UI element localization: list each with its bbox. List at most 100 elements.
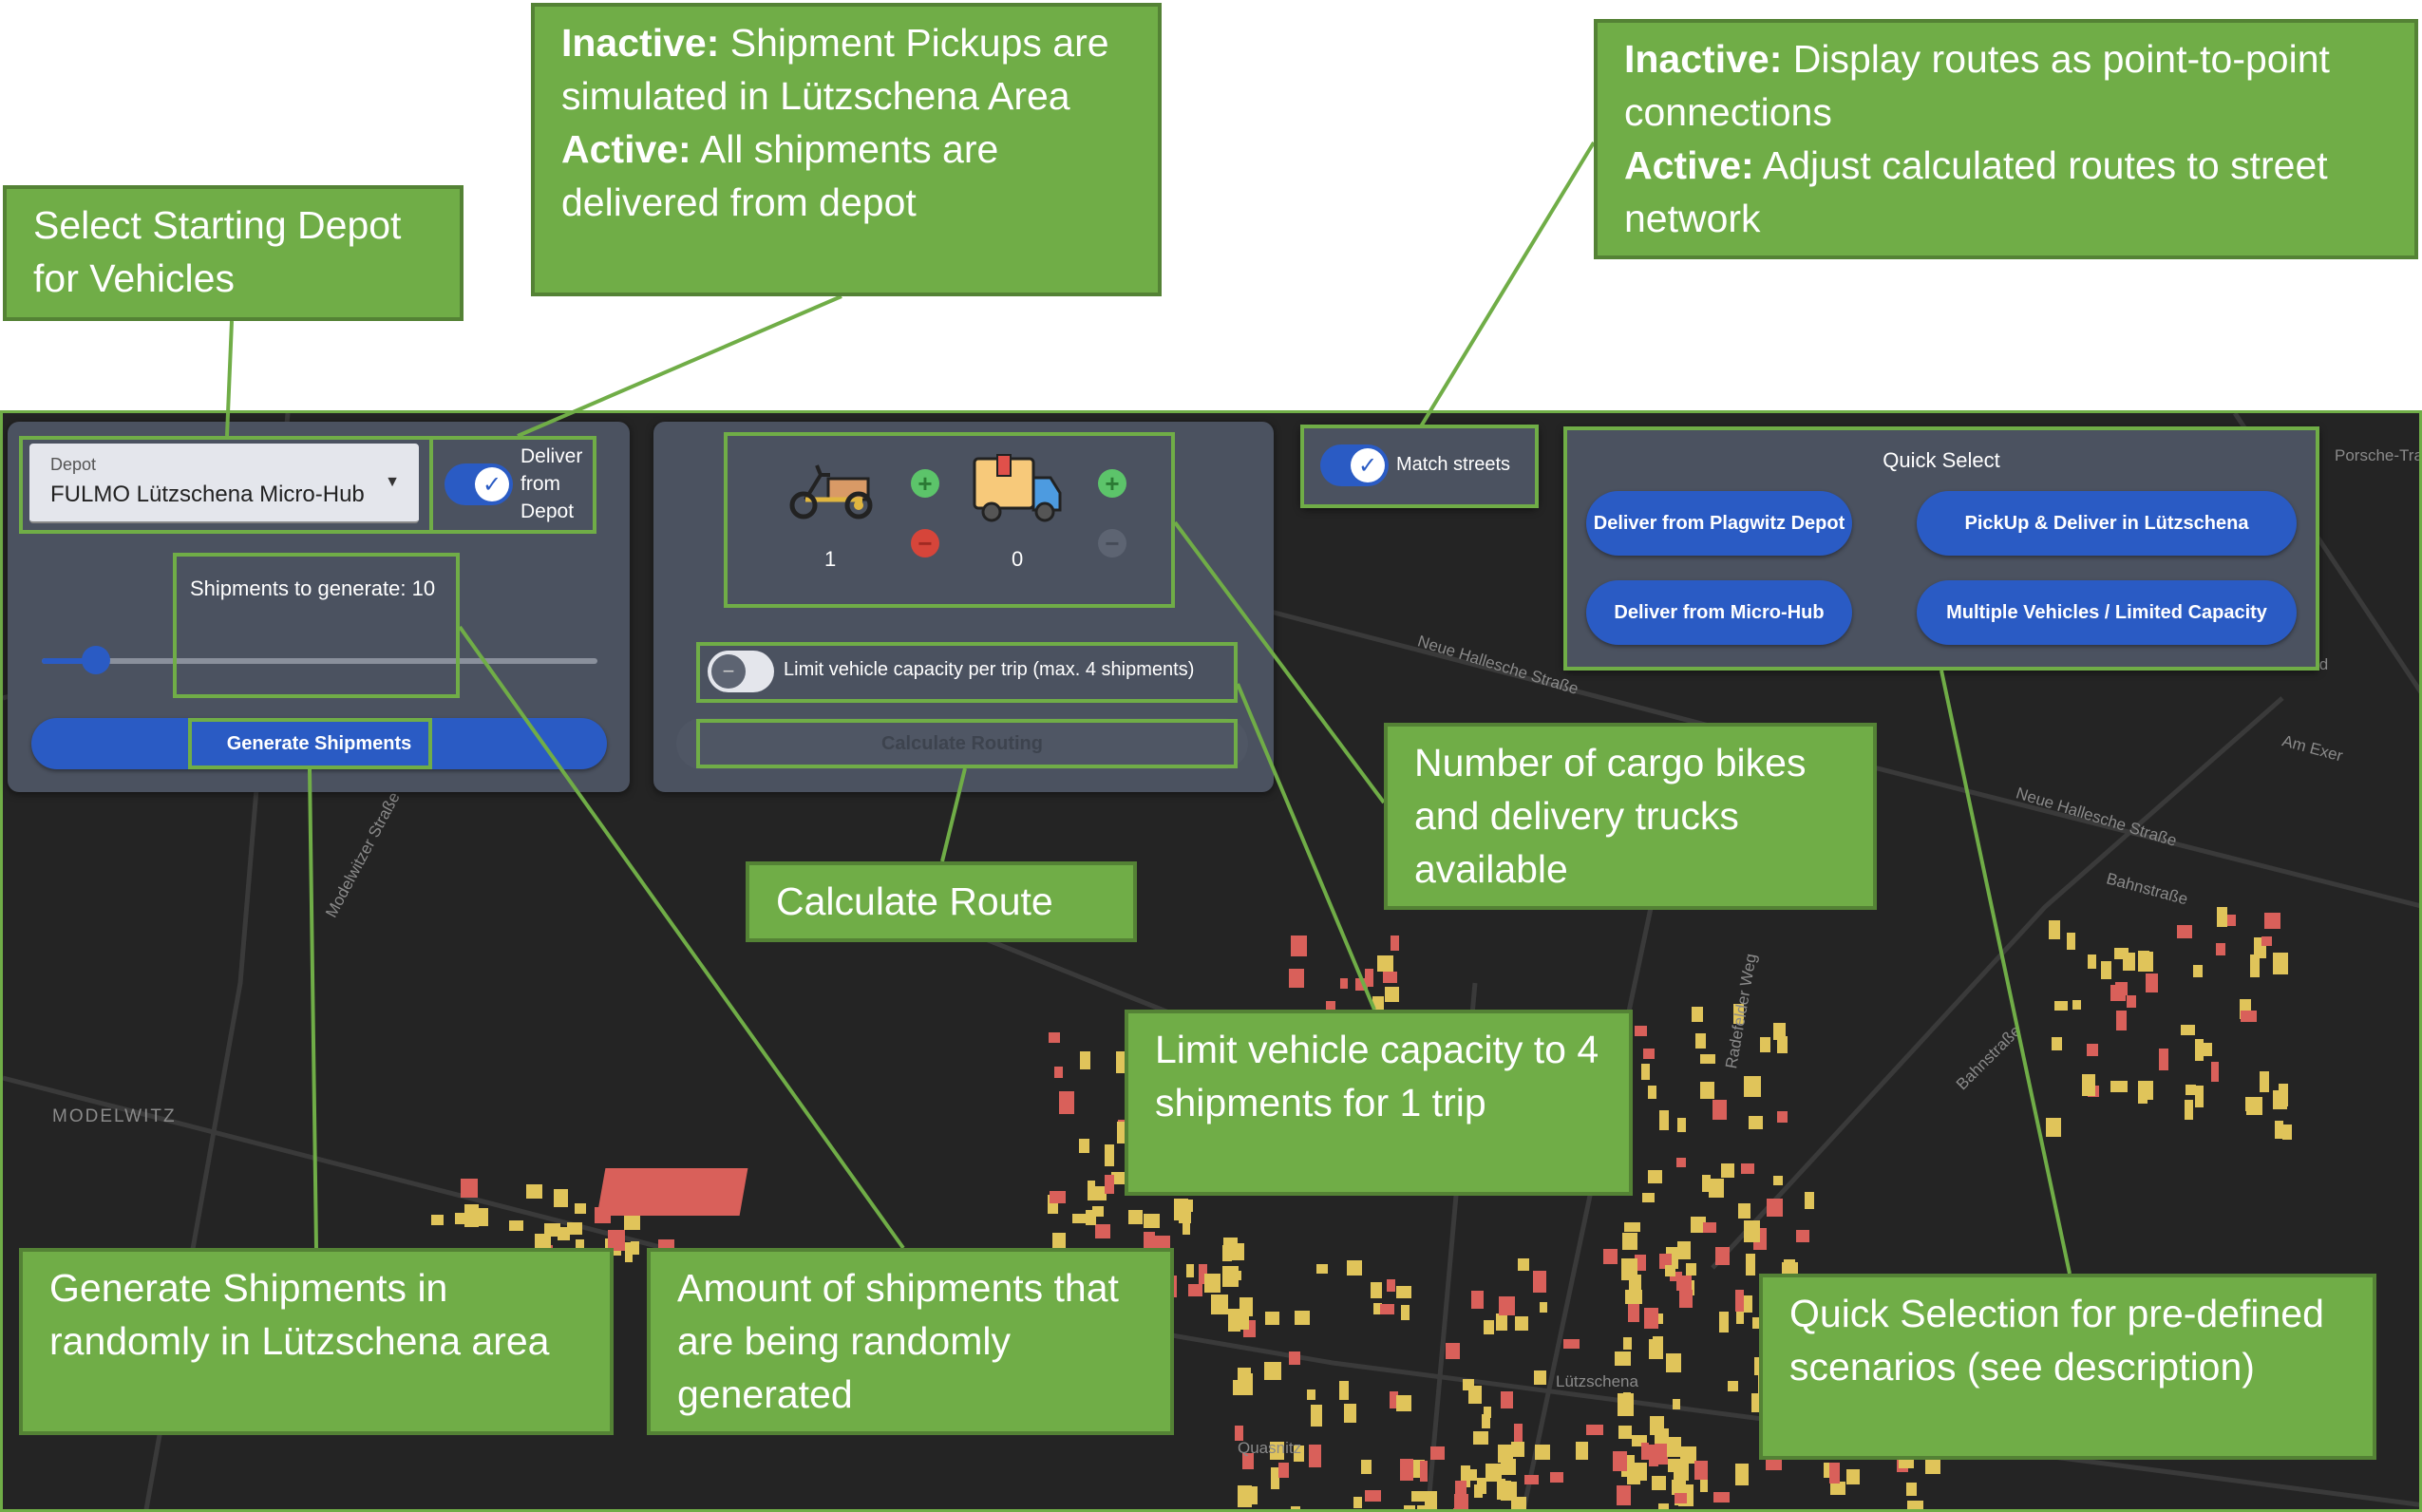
building	[2177, 924, 2193, 938]
building	[1648, 1085, 1657, 1100]
building	[2227, 914, 2237, 927]
building	[2261, 936, 2273, 947]
limit-capacity-toggle[interactable]: −	[708, 651, 774, 692]
building	[1338, 1381, 1349, 1401]
quick-microhub-button[interactable]: Deliver from Micro-Hub	[1586, 580, 1852, 645]
building	[1709, 1178, 1724, 1198]
building	[2146, 973, 2158, 992]
building	[2087, 1044, 2099, 1056]
building	[1649, 1444, 1659, 1466]
building	[1616, 1484, 1632, 1506]
building	[1676, 1276, 1692, 1291]
active-label: Active:	[561, 127, 691, 171]
building	[1749, 1115, 1764, 1130]
building	[2245, 1097, 2262, 1111]
remove-cargo-bike-button[interactable]: −	[911, 529, 939, 558]
building	[1575, 1442, 1588, 1461]
building	[1534, 1370, 1547, 1385]
building	[1643, 1049, 1656, 1059]
building	[1517, 1257, 1530, 1271]
building	[1677, 1117, 1687, 1132]
building	[2100, 960, 2112, 980]
building	[1430, 1446, 1445, 1461]
building	[1400, 1458, 1413, 1482]
deliver-from-depot-toggle[interactable]: ✓	[445, 463, 513, 505]
quick-pickup-deliver-button[interactable]: PickUp & Deliver in Lützschena	[1917, 491, 2297, 556]
building	[1635, 1462, 1647, 1481]
annotation-calculate: Calculate Route	[746, 861, 1137, 942]
building	[1772, 1175, 1783, 1186]
building	[1641, 1192, 1655, 1203]
building	[1510, 1441, 1524, 1457]
slider-thumb[interactable]	[82, 646, 110, 674]
map-label: Porsche-Tra	[2335, 446, 2422, 464]
building	[1396, 1394, 1412, 1411]
building	[1483, 1407, 1491, 1419]
building	[2185, 1084, 2196, 1096]
quick-multiple-vehicles-button[interactable]: Multiple Vehicles / Limited Capacity	[1917, 580, 2297, 645]
building	[2046, 1118, 2062, 1138]
building	[1905, 1482, 1918, 1497]
building	[631, 1240, 640, 1256]
building	[1182, 1216, 1191, 1235]
building	[2240, 998, 2251, 1019]
building	[1087, 1181, 1096, 1200]
building	[1500, 1459, 1517, 1476]
building	[1514, 1316, 1528, 1332]
building	[1072, 1213, 1089, 1224]
building	[1618, 1425, 1632, 1440]
building	[1670, 1271, 1682, 1281]
building	[1059, 1091, 1075, 1115]
annotation-depot: Select Starting Depot for Vehicles	[3, 185, 464, 321]
building	[1665, 1264, 1675, 1276]
building	[1339, 978, 1349, 989]
building	[1738, 1202, 1751, 1219]
building	[1293, 1445, 1305, 1463]
remove-truck-button[interactable]: −	[1098, 529, 1126, 558]
building	[2115, 982, 2129, 996]
building	[1382, 972, 1398, 984]
building	[1617, 1393, 1635, 1416]
building	[1621, 1232, 1637, 1251]
building	[1925, 1460, 1941, 1475]
building	[1501, 1390, 1513, 1408]
match-streets-toggle[interactable]: ✓	[1320, 444, 1389, 486]
building	[1665, 1353, 1682, 1372]
building	[1702, 1221, 1717, 1234]
building	[1390, 1391, 1398, 1409]
building	[1153, 1235, 1170, 1252]
quick-plagwitz-button[interactable]: Deliver from Plagwitz Depot	[1586, 491, 1852, 556]
building	[1454, 1494, 1468, 1509]
building	[534, 1234, 551, 1249]
add-truck-button[interactable]: +	[1098, 469, 1126, 498]
building	[2116, 1010, 2128, 1031]
building	[1623, 1221, 1640, 1232]
building	[1290, 1506, 1301, 1509]
building	[1634, 1025, 1647, 1037]
shipments-slider[interactable]	[42, 646, 597, 674]
calculate-routing-button[interactable]: Calculate Routing	[676, 718, 1248, 769]
add-cargo-bike-button[interactable]: +	[911, 469, 939, 498]
building	[1773, 1022, 1786, 1040]
building	[1344, 1404, 1356, 1423]
building	[2180, 1024, 2195, 1036]
building	[2138, 1088, 2148, 1105]
building	[1674, 1461, 1689, 1481]
building	[1713, 1491, 1730, 1503]
depot-select[interactable]: Depot FULMO Lützschena Micro-Hub ▼	[29, 444, 419, 523]
building	[1203, 1274, 1220, 1293]
building	[1718, 1312, 1729, 1332]
building	[1649, 1416, 1664, 1435]
annotation-match: Inactive: Display routes as point-to-poi…	[1594, 19, 2418, 259]
generate-shipments-button[interactable]: Generate Shipments	[31, 718, 607, 769]
building	[454, 1212, 469, 1224]
building	[1470, 1291, 1485, 1309]
building	[2053, 1001, 2068, 1011]
building	[1735, 1464, 1749, 1486]
building	[1695, 1033, 1707, 1049]
building	[1679, 1446, 1697, 1465]
building	[1233, 1380, 1245, 1395]
building	[1291, 936, 1307, 957]
building	[1659, 1110, 1669, 1130]
active-label: Active:	[1624, 143, 1754, 187]
